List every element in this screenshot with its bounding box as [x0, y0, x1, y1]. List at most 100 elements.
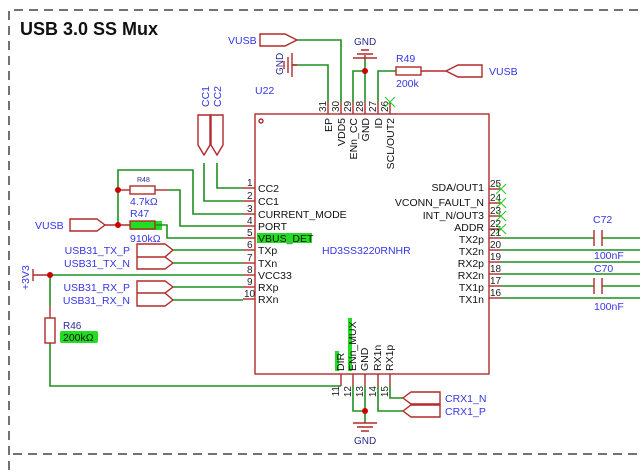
nets-cc1-label: CC1 — [200, 86, 212, 107]
ic-top-pins-4-name-label: ID — [373, 118, 385, 129]
vusb-port-icon — [259, 33, 299, 47]
sheet-title: USB 3.0 SS Mux — [20, 19, 158, 39]
nets-gnd-label: GND — [275, 53, 286, 75]
ic-right-pins-4-num-label: 21 — [490, 228, 502, 239]
ic-top-pins-3-num-label: 28 — [355, 100, 366, 112]
no-connect-icon — [384, 96, 396, 108]
net-label-crx1-p: CRX1_P — [445, 406, 486, 418]
ic-left-pins-9-num-label: 10 — [244, 289, 256, 300]
pin-vcc33: 8 VCC33 — [243, 265, 292, 282]
junction-dot — [115, 187, 121, 193]
net-label-vusb: VUSB — [228, 35, 257, 47]
left-wiring: CC1 CC2 R48 4.7kΩ R47 910kΩ VUSB USB31_T… — [20, 86, 341, 387]
right-nets: C72 100nF C70 100nF — [501, 214, 640, 313]
ic-right-pins-2-name-label: INT_N/OUT3 — [423, 210, 484, 222]
components-r47-value-label: 910kΩ — [130, 233, 161, 245]
ic-bottom-pins-2-name-label: GND — [359, 347, 371, 371]
components-r46-ref-label: R46 — [63, 321, 82, 332]
ic-top-pins-3-name-label: GND — [360, 118, 372, 142]
ic-left-pins-0-num-label: 1 — [247, 178, 253, 189]
ic-body[interactable] — [254, 113, 490, 375]
ic-bottom-pins-2-num-label: 13 — [355, 386, 366, 398]
junction-dot — [362, 68, 368, 74]
components-c70-ref-label: C70 — [594, 263, 613, 275]
components-c72-value-label: 100nF — [594, 250, 624, 262]
ic-bottom-pins-1-name-label: ENn_MUX — [347, 321, 359, 371]
ic-right-pins-0-name-label: SDA/OUT1 — [431, 182, 484, 194]
ic-bottom-pins-4-name-label: RX1p — [384, 345, 396, 371]
usb31-rx-port-icon — [136, 280, 175, 307]
components-r49-value-label: 200k — [396, 78, 420, 90]
ic-top-pins-0-num-label: 31 — [318, 100, 329, 112]
nets-cc2-label: CC2 — [212, 86, 224, 107]
ic-top-pins-0-name-label: EP — [323, 118, 335, 132]
ic-top-pins-2-num-label: 29 — [343, 100, 354, 112]
ic-left-pins-9-name-label: RXn — [258, 294, 279, 306]
capacitor-c72 — [593, 230, 603, 246]
ic-right-pins-8-num-label: 17 — [490, 276, 502, 287]
gnd-icon — [353, 422, 377, 432]
components-r46-value-label: 200kΩ — [63, 332, 94, 344]
ic-right-pins-6-name-label: RX2p — [458, 258, 484, 270]
ic-right-pins-9-name-label: TX1n — [459, 294, 484, 306]
ic-right-pins-8-name-label: TX1p — [459, 282, 484, 294]
ic-left-pins-5-num-label: 6 — [247, 240, 253, 251]
junction-dot — [47, 272, 53, 278]
usb31-tx-port-icon — [136, 243, 175, 270]
nets-usb31-rx-n-label: USB31_RX_N — [63, 295, 130, 307]
ic-right-pins-5-name-label: TX2n — [459, 246, 484, 258]
pin1-marker — [258, 118, 264, 124]
components-c70-value-label: 100nF — [594, 301, 624, 313]
ic-top-pins-1-num-label: 30 — [331, 100, 342, 112]
ic-left-pins-3-name-label: PORT — [258, 221, 288, 233]
gnd-icon — [353, 49, 377, 59]
ic-right-pins-6-num-label: 19 — [490, 252, 502, 263]
nets-usb31-tx-n-label: USB31_TX_N — [64, 258, 130, 270]
components-r49-ref-label: R49 — [396, 53, 415, 65]
ic-bottom-pins-0-num-label: 11 — [331, 386, 342, 397]
junction-dot — [115, 222, 121, 228]
top-pins: 31 30 29 28 27 26 EP VDD5 ENn_CC GND ID … — [318, 96, 397, 169]
ic-part: HD3SS3220RNHR — [322, 245, 411, 257]
ic-right-pins-7-num-label: 18 — [490, 264, 502, 275]
ic-left-pins-7-name-label: VCC33 — [258, 270, 292, 282]
cc1-port-icon — [197, 114, 211, 157]
nets-gnd-label: GND — [354, 37, 376, 48]
ic-bottom-pins-3-name-label: RX1n — [372, 345, 384, 371]
ic-left-pins-1-num-label: 2 — [247, 191, 253, 202]
components-r47-ref-label: R47 — [130, 208, 149, 220]
ic-right-pins-1-name-label: VCONN_FAULT_N — [395, 197, 484, 209]
no-connect-icon — [495, 223, 507, 235]
net-label-crx1-n: CRX1_N — [445, 393, 486, 405]
cc2-port-icon — [210, 114, 224, 157]
resistor-r49 — [395, 66, 422, 76]
vusb-port-icon — [69, 218, 107, 232]
components-r48-value-label: 4.7kΩ — [130, 196, 158, 208]
ic-right-pins-7-name-label: RX2n — [458, 270, 484, 282]
ic-left-pins-6-num-label: 7 — [247, 253, 253, 264]
no-connect-icon — [495, 210, 507, 222]
nets-gnd-label: GND — [354, 436, 376, 447]
ic-top-pins-4-num-label: 27 — [368, 100, 379, 112]
crx1-p-port-icon — [401, 404, 441, 418]
ic-right-pins-3-name-label: ADDR — [454, 222, 484, 234]
ic-left-pins-4-num-label: 5 — [247, 228, 253, 239]
net-label-vusb: VUSB — [489, 66, 518, 78]
ic-top-pins-1-name-label: VDD5 — [336, 118, 348, 146]
ic-left-pins-7-num-label: 8 — [247, 265, 253, 276]
